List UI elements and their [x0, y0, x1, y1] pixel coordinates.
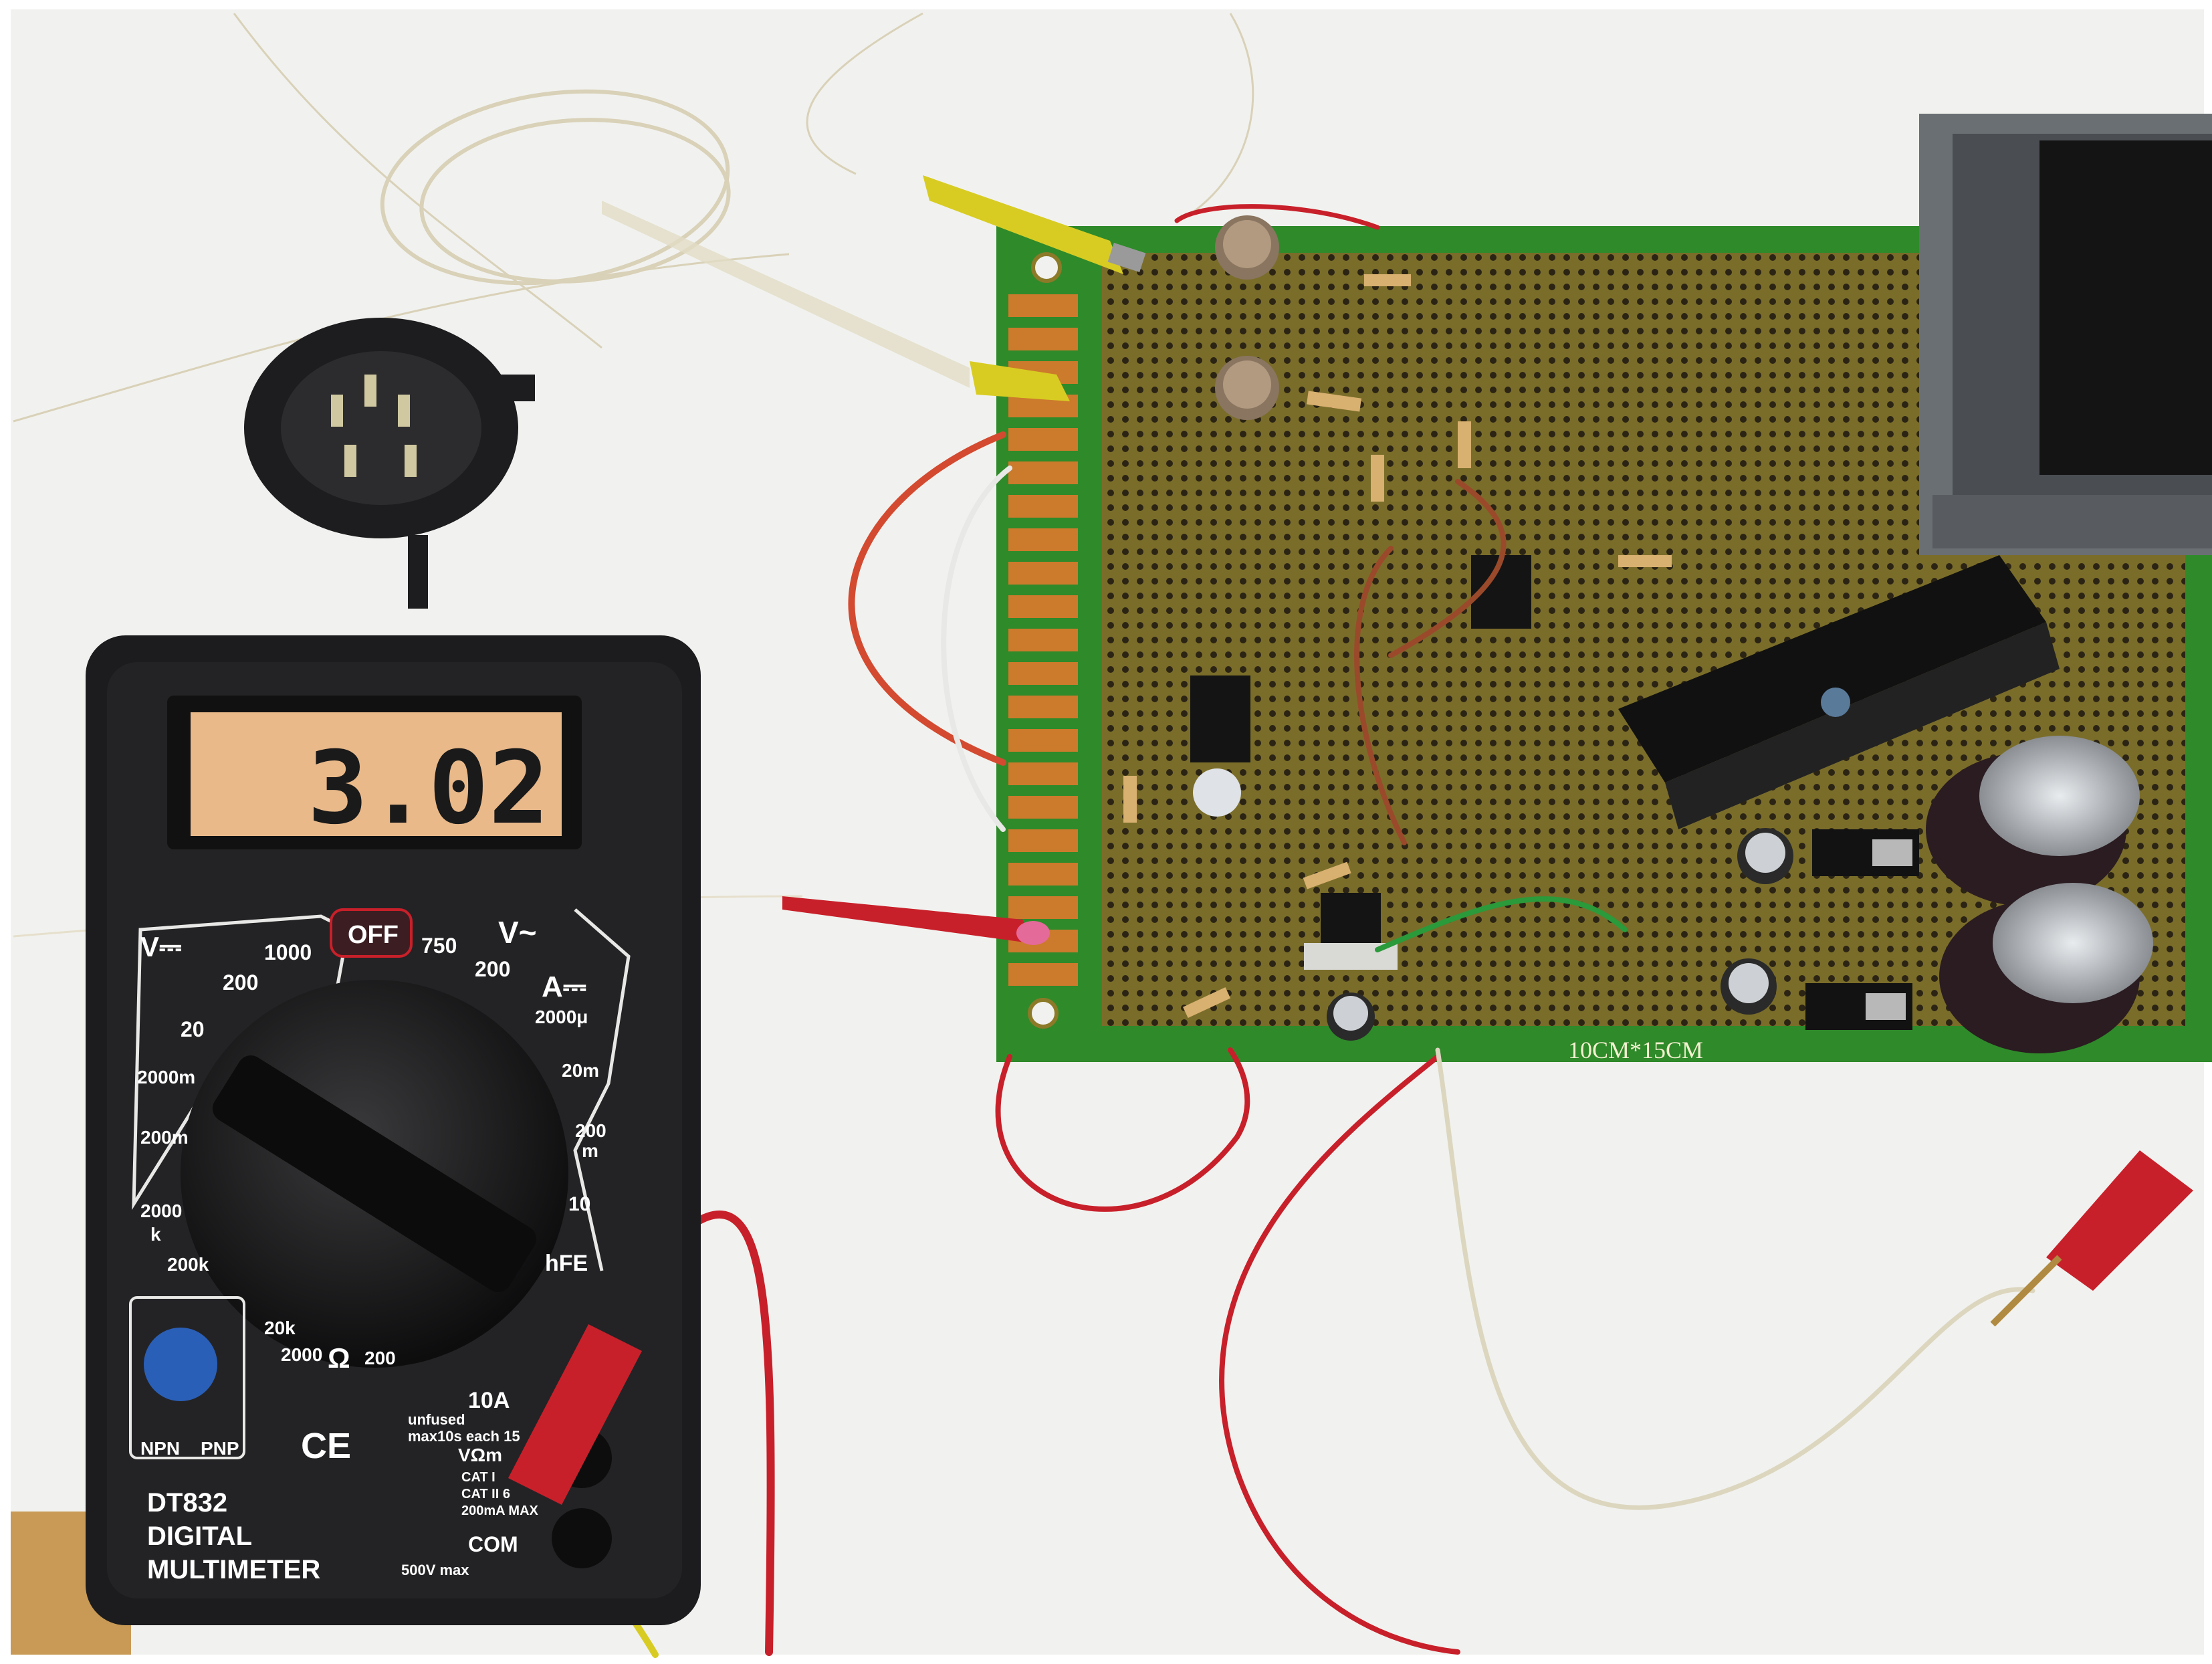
label-2000k: 2000: [140, 1201, 182, 1221]
red-probe: [782, 896, 1050, 945]
label-200vac: 200: [475, 957, 510, 981]
label-1000: 1000: [264, 940, 312, 964]
transformer: [1919, 114, 2212, 555]
label-cat1: CAT I: [461, 1470, 495, 1485]
label-2000k-k: k: [150, 1224, 161, 1245]
metal-can-transistor-2: [1215, 356, 1279, 420]
electrolytic-capacitor-2: [1939, 883, 2153, 1053]
wires: [572, 204, 2035, 1658]
com-jack[interactable]: [552, 1508, 612, 1568]
label-npn: NPN: [140, 1438, 180, 1459]
red-probe-2: [1990, 1150, 2193, 1327]
ce-mark: CE: [301, 1426, 351, 1466]
hfe-socket[interactable]: [144, 1328, 217, 1401]
label-20m: 20m: [562, 1060, 599, 1081]
lcd-reading: 3.02: [308, 730, 549, 847]
metal-can-transistor-1: [1215, 215, 1279, 280]
label-200ma: 200mA MAX: [461, 1503, 539, 1518]
label-10: 10: [568, 1193, 590, 1215]
label-750: 750: [421, 934, 457, 958]
small-capacitor-3: [1327, 993, 1375, 1041]
brand-line-2: MULTIMETER: [147, 1555, 320, 1584]
label-200m: 200m: [140, 1127, 189, 1148]
label-off: OFF: [348, 921, 399, 949]
multimeter: 3.02 V⎓ OFF V~ A⎓ 1000 200 20 2000m 200m…: [86, 635, 701, 1625]
label-hfe: hFE: [545, 1251, 588, 1276]
label-pnp: PNP: [201, 1438, 239, 1459]
pcb-size-label: 10CM*15CM: [1568, 1037, 1703, 1063]
small-capacitor-2: [1721, 958, 1777, 1015]
yellow-test-clip-1: [923, 175, 1146, 274]
resistors: [1123, 274, 1672, 1019]
label-vohm: VΩm: [458, 1445, 502, 1465]
ic-2: [1190, 675, 1250, 762]
label-20v: 20: [181, 1017, 205, 1041]
small-capacitor-4: [1193, 768, 1241, 817]
lcd-panel: [191, 712, 562, 836]
heatsink: [1618, 555, 2060, 829]
label-ohm: Ω: [328, 1342, 350, 1374]
label-2000-ohm: 2000: [281, 1344, 322, 1365]
electrolytic-capacitor-1: [1926, 736, 2140, 906]
label-200m-a: 200: [575, 1120, 606, 1141]
regulator-1: [1812, 829, 1919, 876]
label-cat2: CAT II 6: [461, 1487, 510, 1501]
label-2000m: 2000m: [137, 1067, 195, 1087]
label-200-ohm: 200: [364, 1348, 396, 1368]
clear-wire-coil: [13, 12, 1254, 938]
label-2000u: 2000μ: [535, 1007, 588, 1027]
label-max10s: max10s each 15: [408, 1428, 520, 1445]
model-label: DT832: [147, 1488, 227, 1518]
tube-socket: [244, 318, 535, 609]
label-10a: 10A: [468, 1388, 510, 1413]
brand-line-1: DIGITAL: [147, 1522, 252, 1551]
label-500v: 500V max: [401, 1562, 469, 1578]
yellow-test-clip-2: [602, 201, 1070, 401]
label-200m-a-unit: m: [582, 1140, 598, 1161]
label-v-dc: V⎓: [140, 931, 182, 962]
label-20k: 20k: [264, 1318, 296, 1338]
label-com: COM: [468, 1532, 518, 1556]
label-200v: 200: [223, 970, 258, 995]
label-200k: 200k: [167, 1254, 209, 1275]
label-v-ac: V~: [498, 915, 537, 950]
label-a-dc: A⎓: [542, 970, 586, 1003]
label-unfused: unfused: [408, 1411, 465, 1428]
regulator-2: [1805, 983, 1912, 1030]
small-capacitor-1: [1737, 828, 1793, 884]
